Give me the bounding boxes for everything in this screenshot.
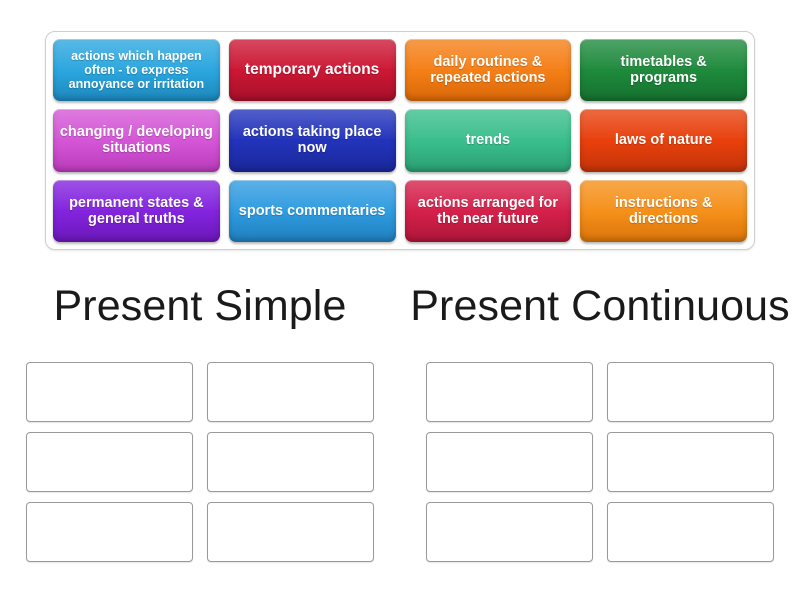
drop-zone[interactable] (426, 502, 593, 562)
tile-label: laws of nature (614, 132, 713, 149)
drop-zone[interactable] (426, 362, 593, 422)
drop-zone[interactable] (207, 502, 374, 562)
tile-tray: actions which happen often - to express … (45, 31, 755, 250)
category-drop-column (400, 362, 800, 562)
drop-zone[interactable] (426, 432, 593, 492)
drop-zone[interactable] (607, 432, 774, 492)
tile-label: temporary actions (244, 61, 380, 79)
tile-label: actions which happen often - to express … (68, 49, 205, 92)
draggable-tile[interactable]: daily routines & repeated actions (404, 39, 572, 102)
draggable-tile[interactable]: temporary actions (228, 39, 396, 102)
category-headings: Present Simple Present Continuous (0, 282, 800, 330)
tile-label: sports commentaries (238, 202, 386, 219)
tile-label: actions taking place now (242, 124, 382, 157)
tile-label: permanent states & general truths (69, 194, 204, 227)
draggable-tile[interactable]: instructions & directions (580, 179, 747, 242)
draggable-tile[interactable]: permanent states & general truths (53, 179, 220, 242)
tile-grid: actions which happen often - to express … (53, 39, 747, 242)
drop-zone[interactable] (207, 432, 374, 492)
draggable-tile[interactable]: timetables & programs (580, 39, 747, 102)
draggable-tile[interactable]: actions which happen often - to express … (53, 39, 220, 102)
draggable-tile[interactable]: laws of nature (580, 109, 747, 172)
draggable-tile[interactable]: changing / developing situations (53, 109, 220, 172)
category-title: Present Simple (53, 282, 347, 330)
category-drop-column (0, 362, 400, 562)
drop-zone[interactable] (207, 362, 374, 422)
drop-zones-area (0, 362, 800, 562)
draggable-tile[interactable]: actions arranged for the near future (404, 179, 572, 242)
category-title: Present Continuous (410, 282, 790, 330)
tile-label: changing / developing situations (59, 124, 213, 157)
tile-label: instructions & directions (614, 194, 713, 227)
drop-zone[interactable] (26, 362, 193, 422)
drop-zone[interactable] (607, 362, 774, 422)
tile-label: timetables & programs (620, 53, 707, 87)
tile-label: trends (465, 132, 511, 149)
drop-zone[interactable] (26, 502, 193, 562)
draggable-tile[interactable]: actions taking place now (228, 109, 396, 172)
tile-label: actions arranged for the near future (417, 194, 558, 227)
draggable-tile[interactable]: trends (404, 109, 572, 172)
drop-zone[interactable] (26, 432, 193, 492)
tile-label: daily routines & repeated actions (430, 53, 546, 87)
drop-zone[interactable] (607, 502, 774, 562)
draggable-tile[interactable]: sports commentaries (228, 179, 396, 242)
